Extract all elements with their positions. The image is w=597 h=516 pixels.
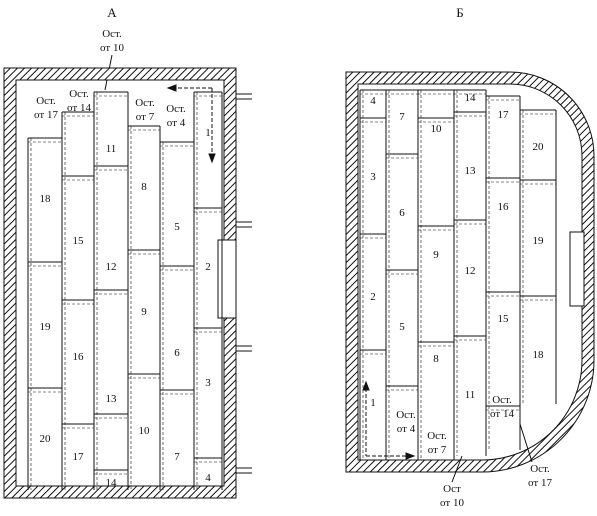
diagram-b-column: 20 19 18	[519, 109, 557, 404]
diagram-b-column: 4 3 2 1	[359, 89, 387, 460]
diagram-b-block-label-15: 15	[498, 313, 510, 325]
diagram-a-column: 18 19 20	[27, 137, 63, 490]
diagram-b-title: Б	[456, 5, 463, 20]
diagram-a: А Ост. от 10 181920151617111213148910567…	[3, 5, 252, 499]
diagram-a-block-label-9: 9	[141, 306, 147, 318]
diagram-a-note-4-line2: от 4	[167, 117, 186, 129]
diagram-a-block-label-4: 4	[205, 472, 211, 484]
diagram-b-note-7-line1: Ост.	[427, 430, 447, 442]
diagram-a-block-label-6: 6	[174, 347, 180, 359]
diagram-b-note-17-leader	[519, 423, 533, 463]
diagram-b-block-label-20: 20	[533, 141, 545, 153]
diagram-a-column: 11 12 13 14	[93, 91, 129, 490]
diagram-a-block-label-15: 15	[73, 235, 85, 247]
diagram-b-block-label-18: 18	[533, 349, 545, 361]
diagram-b-block-label-4: 4	[370, 95, 376, 107]
diagram-a-column: 5 6 7	[159, 141, 195, 490]
diagram-b-block-label-8: 8	[433, 353, 439, 365]
diagram-a-notes: Ост. от 17 Ост. от 14 Ост. от 7 Ост. от …	[34, 88, 186, 129]
diagram-b-notes: Ост. от 4 Ост. от 7 Ост от 10 Ост. от 14…	[396, 394, 552, 509]
diagram-b-block-label-2: 2	[370, 291, 376, 303]
diagram-a-route-arrow	[166, 84, 216, 164]
diagram-a-block-label-5: 5	[174, 221, 180, 233]
diagram-a-block-label-19: 19	[40, 321, 52, 333]
diagram-b-block-label-10: 10	[431, 123, 443, 135]
diagram-a-frame	[3, 67, 237, 499]
diagram-a-block-label-10: 10	[139, 425, 151, 437]
diagram-b-column: 14 13 12 11	[453, 89, 487, 456]
diagram-b-block-label-17: 17	[498, 109, 510, 121]
diagram-b-note-10-line1: Ост	[443, 483, 461, 495]
diagram-b-column: 7 6 5	[385, 89, 419, 460]
diagram-a-note-14-line2: от 14	[67, 102, 91, 114]
diagram-a-title: А	[107, 5, 117, 20]
diagram-a-block-label-7: 7	[174, 451, 180, 463]
diagram-a-block-label-12: 12	[106, 261, 117, 273]
diagram-a-block-label-17: 17	[73, 451, 85, 463]
diagram-b-block-label-7: 7	[399, 111, 405, 123]
diagram-a-note-7-line1: Ост.	[135, 97, 155, 109]
diagram-b-note-10-line2: от 10	[440, 497, 464, 509]
diagram-b-route-arrow	[362, 380, 416, 460]
diagram-b-note-17-line2: от 17	[528, 477, 552, 489]
diagram-b-column: 10 9 8	[417, 89, 455, 460]
diagram-b-pipes	[569, 231, 585, 307]
diagram-a-block-label-11: 11	[106, 143, 117, 155]
diagram-a-block-label-16: 16	[73, 351, 85, 363]
diagram-b-block-label-9: 9	[433, 249, 439, 261]
diagram-a-block-label-3: 3	[205, 377, 211, 389]
diagram-a-note-14-line1: Ост.	[69, 88, 89, 100]
diagram-a-column: 1 2 3 4	[193, 91, 223, 490]
diagram-a-block-label-18: 18	[40, 193, 52, 205]
diagram-b-note-17-line1: Ост.	[530, 463, 550, 475]
diagram-b-block-label-11: 11	[465, 389, 476, 401]
diagram-b-block-label-14: 14	[465, 92, 477, 104]
diagram-b-block-label-19: 19	[533, 235, 545, 247]
diagram-a-note-17-line1: Ост.	[36, 95, 56, 107]
diagram-b-frame	[345, 71, 595, 473]
diagram-b-block-label-16: 16	[498, 201, 510, 213]
diagram-b-note-10-leader	[451, 455, 463, 483]
diagram-b-note-4-line2: от 4	[397, 423, 416, 435]
diagram-a-note-4-line1: Ост.	[166, 103, 186, 115]
diagram-a-block-label-14: 14	[106, 477, 118, 489]
diagram-a-note-7-line2: от 7	[136, 111, 155, 123]
diagram-a-note-17-line2: от 17	[34, 109, 58, 121]
diagram-a-top-note-line2: от 10	[100, 42, 124, 54]
diagram-b-note-14-line2: от 14	[490, 408, 514, 420]
diagram-a-block-label-2: 2	[205, 261, 211, 273]
diagram-b-note-7-line2: от 7	[428, 444, 447, 456]
diagram-a-block-label-1: 1	[205, 127, 211, 139]
diagram-b-block-label-1: 1	[370, 397, 376, 409]
diagram-a-block-label-20: 20	[40, 433, 52, 445]
diagram-a-block-label-8: 8	[141, 181, 147, 193]
diagram-b-block-label-13: 13	[465, 165, 477, 177]
diagram-a-column: 15 16 17	[61, 111, 95, 490]
diagram-b-note-14-line1: Ост.	[492, 394, 512, 406]
diagram-b-note-4-line1: Ост.	[396, 409, 416, 421]
diagram-b-block-label-3: 3	[370, 171, 376, 183]
diagram-b-block-label-12: 12	[465, 265, 476, 277]
diagram-b-block-label-6: 6	[399, 207, 405, 219]
diagram-a-top-note-line1: Ост.	[102, 28, 122, 40]
diagram-b-block-label-5: 5	[399, 321, 405, 333]
diagram-a-block-label-13: 13	[106, 393, 118, 405]
diagram-a-column: 8 9 10	[127, 125, 161, 490]
